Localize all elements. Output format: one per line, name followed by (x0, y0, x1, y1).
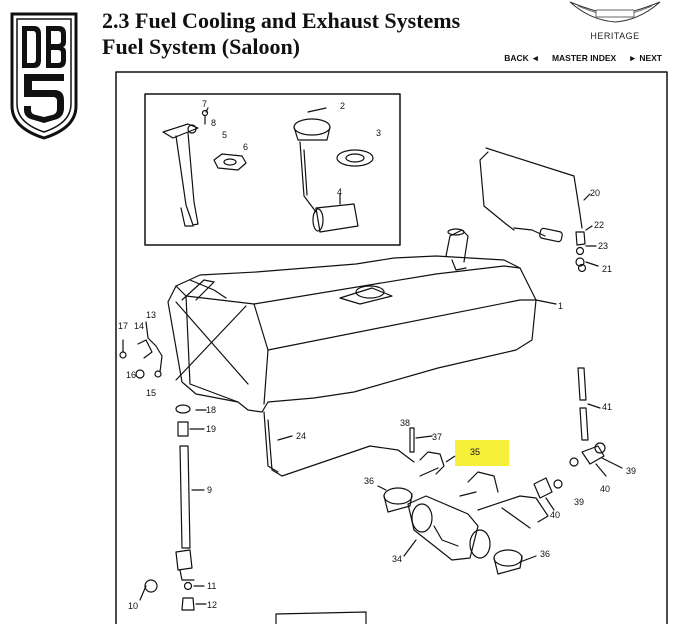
callout-41: 41 (602, 402, 612, 412)
callout-15: 15 (146, 388, 156, 398)
callout-12: 12 (207, 600, 217, 610)
callout-40a: 40 (600, 484, 610, 494)
inset-frame (144, 93, 401, 246)
callout-16: 16 (126, 370, 136, 380)
callout-35-highlight (455, 440, 509, 466)
callout-4: 4 (337, 187, 342, 197)
title-block: 2.3 Fuel Cooling and Exhaust Systems Fue… (102, 8, 460, 60)
page-title: 2.3 Fuel Cooling and Exhaust Systems (102, 8, 461, 33)
callout-11: 11 (207, 581, 216, 591)
callout-19: 19 (206, 424, 216, 434)
callout-7: 7 (202, 99, 207, 109)
nav-bar: BACK ◄ MASTER INDEX ► NEXT (504, 53, 662, 63)
callout-22: 22 (594, 220, 604, 230)
callout-23: 23 (598, 241, 608, 251)
callout-35: 35 (470, 447, 480, 457)
callout-1: 1 (558, 301, 563, 311)
callout-17: 17 (118, 321, 128, 331)
callout-3: 3 (376, 128, 381, 138)
callout-20: 20 (590, 188, 600, 198)
callout-40b: 40 (550, 510, 560, 520)
callout-38: 38 (400, 418, 410, 428)
callout-9: 9 (207, 485, 212, 495)
callout-36a: 36 (364, 476, 374, 486)
heritage-label: HERITAGE (590, 31, 640, 41)
callout-36b: 36 (540, 549, 550, 559)
callout-5: 5 (222, 130, 227, 140)
callout-39b: 39 (574, 497, 584, 507)
callout-37: 37 (432, 432, 442, 442)
callout-13: 13 (146, 310, 156, 320)
callout-2: 2 (340, 101, 345, 111)
callout-14: 14 (134, 321, 144, 331)
callout-39a: 39 (626, 466, 636, 476)
callout-18: 18 (206, 405, 216, 415)
callout-24: 24 (296, 431, 306, 441)
page-subtitle: Fuel System (Saloon) (102, 34, 300, 59)
callout-6: 6 (243, 142, 248, 152)
callout-8: 8 (211, 118, 216, 128)
master-index-link[interactable]: MASTER INDEX (551, 53, 617, 63)
db5-badge (10, 12, 78, 140)
diagram-frame (115, 71, 668, 624)
aston-martin-logo (569, 1, 661, 23)
next-link[interactable]: ► NEXT (628, 53, 662, 63)
back-link[interactable]: BACK ◄ (504, 53, 540, 63)
callout-21: 21 (602, 264, 612, 274)
callout-10: 10 (128, 601, 138, 611)
callout-34: 34 (392, 554, 402, 564)
